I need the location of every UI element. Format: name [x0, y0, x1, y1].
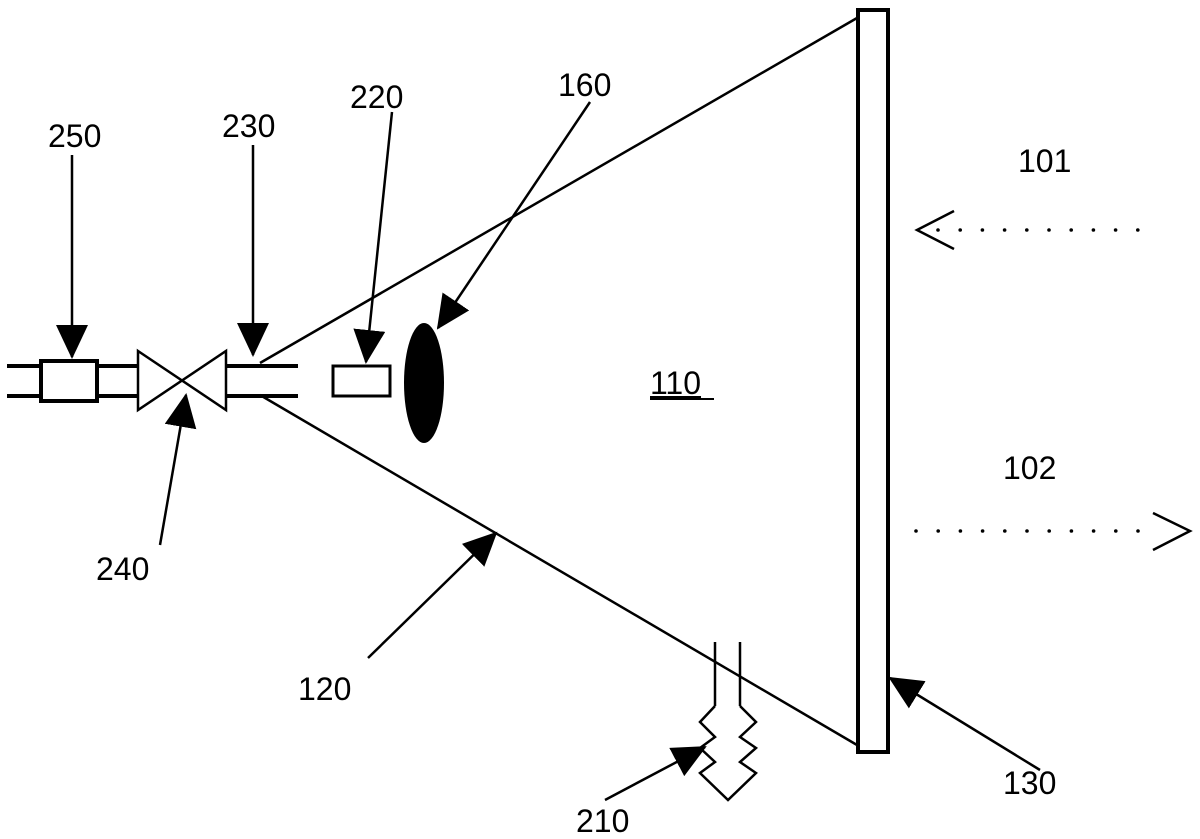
beam-dot — [1091, 529, 1096, 533]
beam-dot — [1113, 228, 1118, 232]
chamber-upper-wall — [259, 16, 858, 365]
beam-dot — [1003, 529, 1007, 533]
beam-dot — [1136, 529, 1140, 533]
arrow-240 — [158, 393, 197, 546]
beam-dot — [1025, 529, 1029, 533]
flow-meter-box — [39, 359, 99, 403]
chamber-lower-wall — [259, 393, 858, 747]
label-160: 160 — [558, 67, 611, 103]
arrow-210 — [604, 745, 707, 802]
incoming-beam-arrow — [914, 209, 1140, 251]
label-230: 230 — [222, 108, 275, 144]
beam-dot — [1047, 228, 1051, 232]
beam-dot — [1136, 228, 1140, 232]
beam-dot — [980, 529, 985, 533]
beam-dot — [936, 529, 940, 533]
label-110: 110 — [650, 365, 701, 401]
label-210: 210 — [576, 803, 629, 839]
beam-dot — [1069, 228, 1073, 232]
beam-dot — [958, 228, 962, 232]
nozzle-element — [331, 364, 392, 398]
arrow-220 — [353, 111, 394, 364]
beam-dot — [1091, 228, 1096, 232]
beam-dot — [1025, 228, 1029, 232]
beam-dot — [914, 529, 918, 533]
label-130: 130 — [1003, 765, 1056, 801]
beam-dot — [980, 228, 985, 232]
beam-dot — [958, 529, 963, 533]
beam-dot — [1069, 529, 1074, 533]
label-220: 220 — [350, 79, 403, 115]
beam-dot — [1114, 529, 1118, 533]
lens-element — [404, 323, 444, 443]
window-plate — [856, 8, 890, 754]
label-101: 101 — [1018, 143, 1071, 179]
arrow-130 — [888, 676, 1041, 772]
label-120: 120 — [298, 671, 351, 707]
arrow-120 — [367, 531, 498, 659]
valve — [136, 348, 228, 413]
label-102: 102 — [1003, 450, 1056, 486]
beam-dot — [936, 228, 940, 232]
inlet-pipe — [7, 348, 298, 413]
drain-port — [698, 642, 759, 802]
label-240: 240 — [96, 551, 149, 587]
beam-dot — [1047, 529, 1051, 533]
outgoing-beam-arrow — [914, 511, 1193, 552]
beam-dot — [1002, 228, 1007, 232]
label-250: 250 — [48, 118, 101, 154]
arrow-160 — [436, 101, 592, 330]
